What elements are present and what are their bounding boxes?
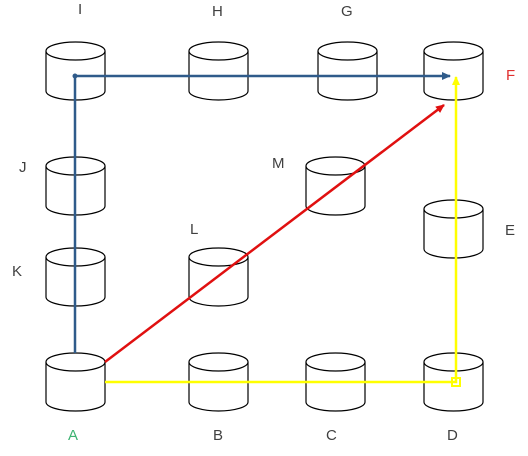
cylinder-node-e (423, 199, 484, 259)
cylinder-body (188, 257, 249, 307)
cylinder-top (305, 352, 366, 372)
cylinder-top (45, 41, 106, 61)
cylinder-top (45, 352, 106, 372)
node-label-a: A (68, 427, 78, 444)
cylinder-top (423, 41, 484, 61)
cylinder-top (423, 352, 484, 372)
node-label-k: K (12, 263, 22, 280)
node-label-m: M (272, 155, 285, 172)
yellow-path-arrow (105, 76, 460, 384)
cylinder-top (317, 41, 378, 61)
cylinder-top (188, 41, 249, 61)
node-label-l: L (190, 221, 198, 238)
node-label-f: F (506, 67, 515, 84)
blue-path-arrow (73, 72, 451, 353)
node-label-c: C (326, 427, 337, 444)
cylinder-node-l (188, 247, 249, 307)
red-path-arrow (104, 104, 445, 363)
node-label-i: I (78, 1, 82, 18)
cylinder-body (423, 51, 484, 101)
node-label-b: B (213, 427, 223, 444)
cylinder-body (188, 362, 249, 412)
cylinder-node-f (423, 41, 484, 101)
cylinder-node-a (45, 352, 106, 412)
node-label-d: D (447, 427, 458, 444)
cylinder-node-m (305, 156, 366, 216)
cylinder-node-g (317, 41, 378, 101)
blue-path-start-dot (72, 73, 78, 79)
cylinder-node-h (188, 41, 249, 101)
cylinder-body (305, 362, 366, 412)
cylinder-top (423, 199, 484, 219)
cylinder-body (423, 209, 484, 259)
cylinder-node-b (188, 352, 249, 412)
node-label-h: H (212, 3, 223, 20)
cylinder-body (45, 362, 106, 412)
node-label-g: G (341, 3, 353, 20)
cylinder-node-c (305, 352, 366, 412)
cylinder-top (188, 247, 249, 267)
node-label-j: J (19, 159, 27, 176)
node-label-e: E (505, 222, 515, 239)
yellow-path-corner-marker (451, 377, 461, 387)
cylinder-top (188, 352, 249, 372)
